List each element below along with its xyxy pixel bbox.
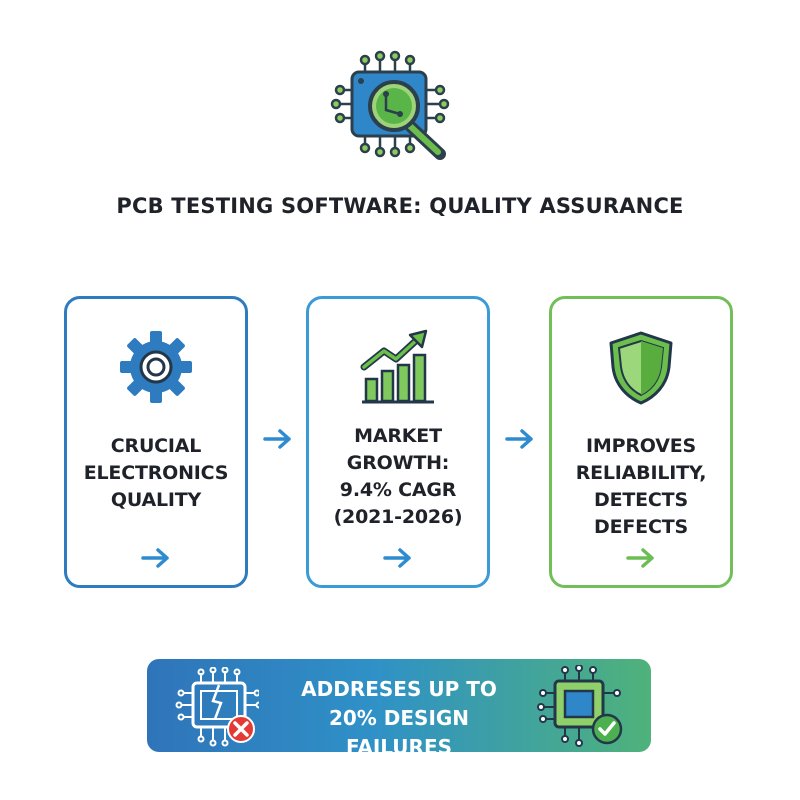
step-text: MARKET GROWTH: 9.4% CAGR (2021-2026) xyxy=(333,425,463,528)
page-title: PCB TESTING SOFTWARE: QUALITY ASSURANCE xyxy=(116,194,684,218)
arrow-right-icon xyxy=(383,548,411,568)
shield-icon xyxy=(609,331,673,405)
arrow-right-icon xyxy=(505,429,533,449)
growth-chart-icon xyxy=(360,329,434,404)
step-card-quality: CRUCIAL ELECTRONICS QUALITY xyxy=(64,296,248,588)
failed-chip-icon xyxy=(175,667,259,747)
gear-icon xyxy=(120,331,192,403)
pcb-magnifier-icon xyxy=(330,50,450,160)
step-card-market-growth: MARKET GROWTH: 9.4% CAGR (2021-2026) xyxy=(306,296,490,588)
step-text: CRUCIAL ELECTRONICS QUALITY xyxy=(83,435,229,511)
step-card-reliability: IMPROVES RELIABILITY, DETECTS DEFECTS xyxy=(549,296,733,588)
step-text: IMPROVES RELIABILITY, DETECTS DEFECTS xyxy=(575,435,707,538)
arrow-right-icon xyxy=(141,548,169,568)
verified-chip-icon xyxy=(537,665,623,747)
arrow-right-icon xyxy=(626,548,654,568)
banner-text: ADDRESES UP TO 20% DESIGN FAILURES xyxy=(301,677,497,759)
design-failures-banner: ADDRESES UP TO 20% DESIGN FAILURES xyxy=(147,659,651,759)
arrow-right-icon xyxy=(263,429,291,449)
